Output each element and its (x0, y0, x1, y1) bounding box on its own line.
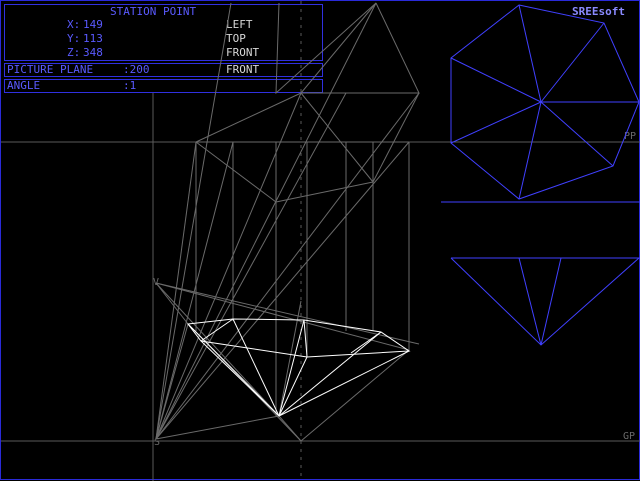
picture-plane-panel: PICTURE PLANE :200 FRONT (4, 63, 323, 77)
station-label: S (154, 437, 161, 448)
picture-plane-value[interactable]: :200 (123, 63, 150, 76)
view-top-label[interactable]: TOP (226, 32, 246, 45)
y-value[interactable]: 113 (83, 32, 103, 45)
station-point-title: STATION POINT (110, 5, 197, 18)
projector-lines (155, 2, 420, 442)
pp-tag: PP (624, 131, 637, 142)
vanishing-label: V (153, 277, 160, 288)
y-label: Y: (67, 32, 81, 45)
z-value[interactable]: 348 (83, 46, 103, 59)
angle-value[interactable]: :1 (123, 79, 137, 92)
x-value[interactable]: 149 (83, 18, 103, 31)
top-view-octagon (441, 4, 640, 203)
view-front-label[interactable]: FRONT (226, 46, 260, 59)
gp-tag: GP (623, 431, 636, 442)
angle-label: ANGLE (7, 79, 41, 92)
x-label: X: (67, 18, 81, 31)
z-label: Z: (67, 46, 81, 59)
angle-panel: ANGLE :1 (4, 79, 323, 93)
front-view-gem (450, 257, 640, 346)
perspective-gem (187, 318, 411, 417)
picture-plane-label: PICTURE PLANE (7, 63, 94, 76)
view-left-label[interactable]: LEFT (226, 18, 253, 31)
station-point-panel: STATION POINT X: 149 Y: 113 Z: 348 LEFT … (4, 4, 323, 61)
picture-plane-view[interactable]: FRONT (226, 63, 260, 76)
brand-logo: SREEsoft (572, 5, 625, 18)
